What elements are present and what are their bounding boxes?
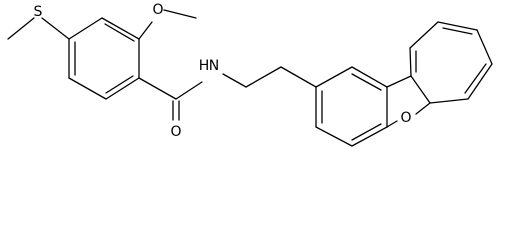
- bond: [476, 29, 493, 65]
- bond: [415, 102, 431, 115]
- sulfur-atom-label: S: [34, 4, 43, 20]
- bond: [68, 77, 107, 100]
- carbonyl-oxygen-label: O: [170, 124, 181, 140]
- double-bond-inner: [351, 73, 382, 91]
- bond: [410, 75, 431, 104]
- bond: [138, 77, 177, 100]
- bond: [386, 75, 412, 88]
- amide-group: O H N: [138, 58, 219, 140]
- bond: [101, 17, 140, 40]
- furan-oxygen-label: O: [400, 110, 411, 126]
- bond: [105, 77, 140, 100]
- bond: [280, 66, 317, 88]
- structure-diagram: S O O H N: [7, 2, 493, 147]
- methylthio-group: S: [7, 4, 70, 40]
- bond: [351, 66, 388, 88]
- methoxy-oxygen-label: O: [152, 2, 163, 18]
- bond: [138, 21, 153, 40]
- double-bond-inner: [104, 23, 135, 42]
- molecule-svg: S O O H N: [7, 2, 493, 147]
- bond: [429, 98, 469, 104]
- bond: [245, 66, 282, 88]
- bond: [437, 21, 478, 31]
- bond: [68, 17, 103, 40]
- bond: [409, 47, 412, 77]
- amide-nitrogen-label: N: [209, 58, 219, 74]
- bond: [41, 17, 70, 40]
- ethyl-linker: [222, 66, 317, 88]
- double-bond-inner: [105, 75, 134, 94]
- bond: [386, 120, 398, 128]
- bond: [315, 126, 353, 147]
- dibenzofuran-furan-ring: O: [386, 75, 431, 128]
- methoxy-group: O: [138, 2, 197, 40]
- amide-hydrogen-label: H: [199, 58, 210, 74]
- bond: [7, 17, 35, 40]
- bond: [315, 66, 353, 88]
- dibenzofuran-left-ring: [315, 66, 388, 147]
- double-bond-inner: [442, 27, 473, 35]
- double-bond-inner: [351, 123, 382, 141]
- bond: [175, 81, 203, 100]
- bond: [163, 9, 197, 19]
- bond: [222, 73, 247, 88]
- bond: [467, 63, 493, 100]
- benzamide-ring: [68, 17, 140, 100]
- double-bond-inner: [464, 63, 487, 94]
- bond: [351, 126, 388, 147]
- dibenzofuran-right-ring: [409, 21, 493, 104]
- bond: [409, 21, 439, 49]
